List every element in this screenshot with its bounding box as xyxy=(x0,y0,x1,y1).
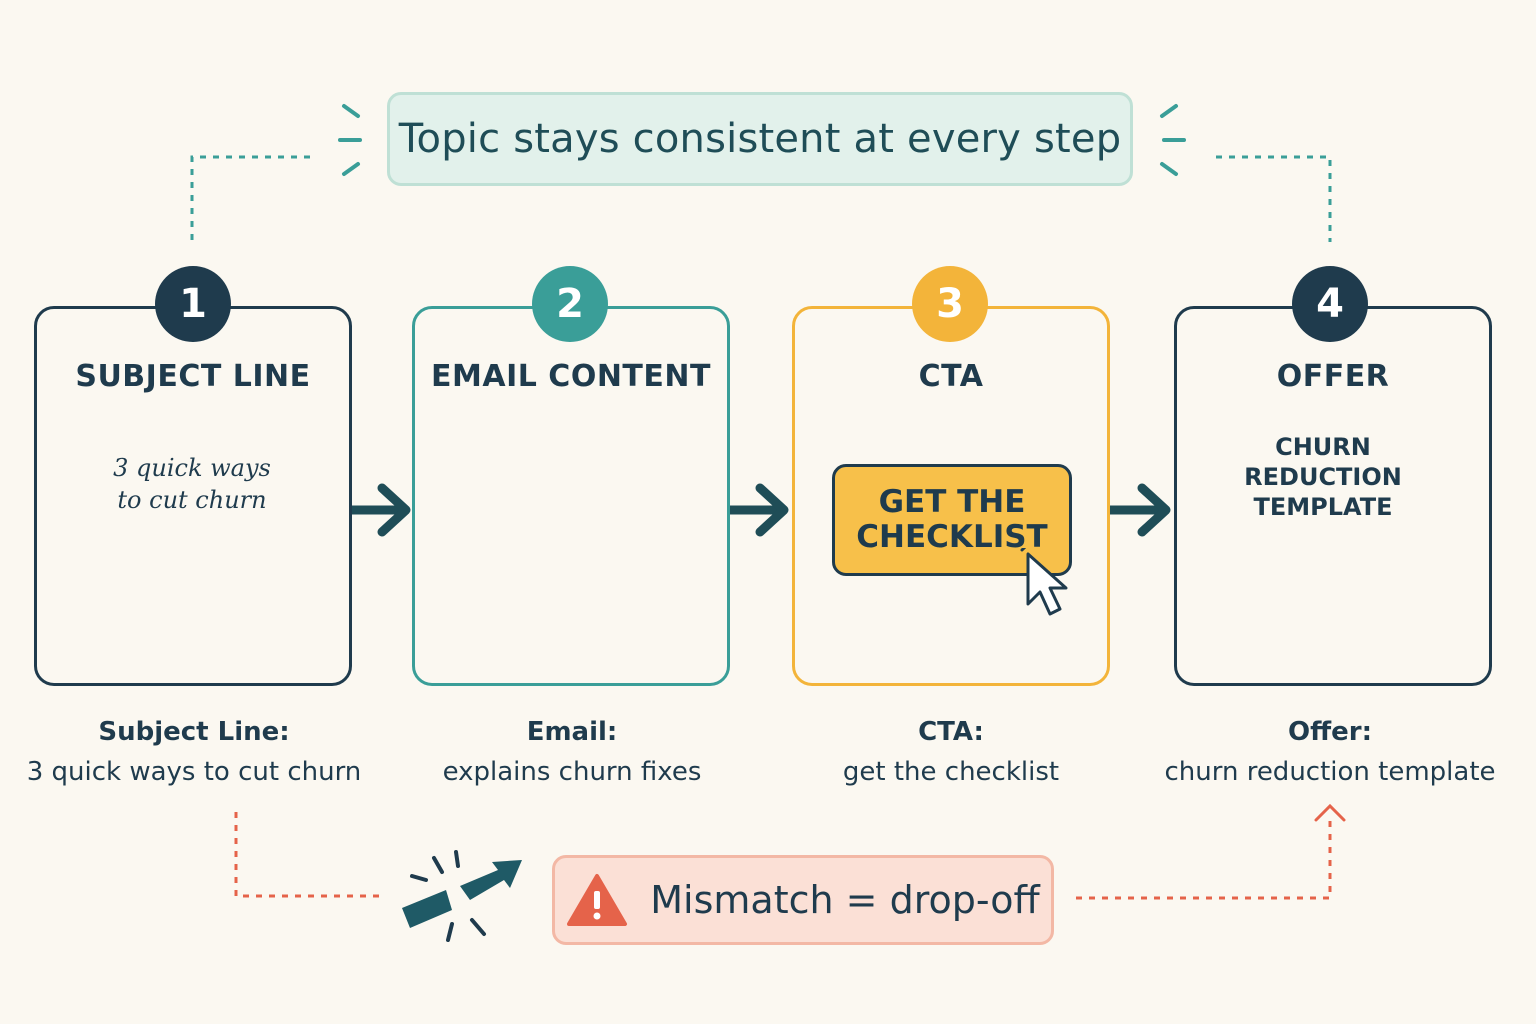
warning-icon xyxy=(567,874,628,926)
subject-line-note: 3 quick ways to cut churn xyxy=(113,454,271,514)
step-number-badge: 3 xyxy=(912,266,988,342)
mismatch-text: Mismatch = drop-off xyxy=(650,878,1040,922)
banner-sparkle-left xyxy=(338,104,362,176)
caption-text: 3 quick ways to cut churn xyxy=(26,757,362,787)
step-number-badge: 4 xyxy=(1292,266,1368,342)
caption-label: Offer: xyxy=(1287,717,1373,747)
step-card-subject-line: SUBJECT LINE xyxy=(34,306,352,686)
step-number-badge: 1 xyxy=(155,266,231,342)
topic-banner-text: Topic stays consistent at every step xyxy=(398,116,1122,162)
mismatch-banner: Mismatch = drop-off xyxy=(552,855,1054,945)
step-caption: Offer: churn reduction template xyxy=(1130,712,1530,792)
topic-banner: Topic stays consistent at every step xyxy=(387,92,1133,186)
step-number-badge: 2 xyxy=(532,266,608,342)
step-caption: Email: explains churn fixes xyxy=(372,712,772,792)
caption-label: Subject Line: xyxy=(98,717,290,747)
cta-button-label: GET THE CHECKLIST xyxy=(856,484,1048,555)
step-caption: CTA: get the checklist xyxy=(751,712,1151,792)
caption-text: get the checklist xyxy=(842,757,1060,787)
mismatch-connector-right xyxy=(1076,818,1332,900)
cursor-pointer-icon xyxy=(1020,548,1068,616)
banner-connector-right xyxy=(1216,155,1332,242)
arrow-right-icon xyxy=(715,483,789,537)
arrow-right-icon xyxy=(1097,483,1171,537)
step-title: OFFER xyxy=(1276,359,1390,394)
banner-sparkle-right xyxy=(1160,104,1186,176)
offer-document-title: CHURN REDUCTION TEMPLATE xyxy=(1244,433,1402,521)
step-card-email-content: EMAIL CONTENT xyxy=(412,306,730,686)
step-caption: Subject Line: 3 quick ways to cut churn xyxy=(0,712,394,792)
step-title: SUBJECT LINE xyxy=(75,359,311,394)
step-title: CTA xyxy=(918,359,984,394)
step-card-offer: OFFER xyxy=(1174,306,1492,686)
caption-label: CTA: xyxy=(918,717,984,747)
caption-text: explains churn fixes xyxy=(442,757,702,787)
caption-text: churn reduction template xyxy=(1164,757,1496,787)
arrow-right-icon xyxy=(337,483,411,537)
mismatch-connector-left xyxy=(234,812,384,898)
broken-arrow-icon xyxy=(402,850,522,942)
banner-connector-left xyxy=(190,155,310,242)
arrow-up-icon xyxy=(1314,803,1346,822)
caption-label: Email: xyxy=(526,717,618,747)
step-title: EMAIL CONTENT xyxy=(431,359,711,394)
